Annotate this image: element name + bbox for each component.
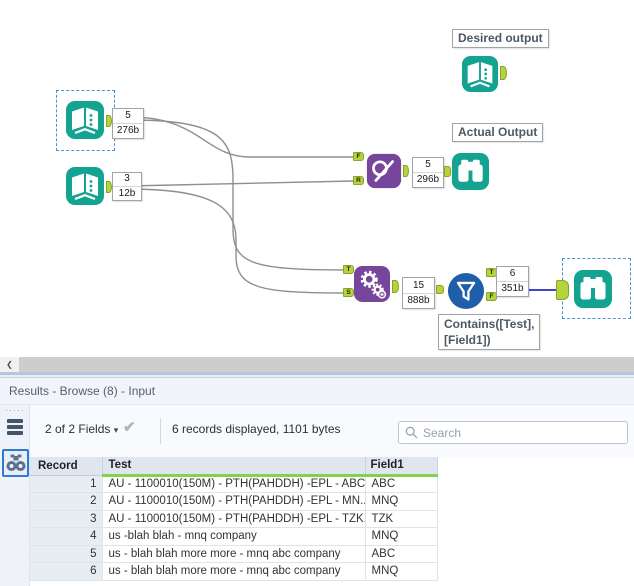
scrollbar-thumb[interactable]: [19, 357, 634, 372]
table-row[interactable]: 6 us - blah blah more more - mnq abc com…: [30, 562, 438, 581]
input-anchor-s[interactable]: S: [343, 288, 354, 297]
apply-checkmark-icon[interactable]: ✔: [123, 419, 136, 436]
test-cell: AU - 1100010(150M) - PTH(PAHDDH) -EPL - …: [102, 475, 366, 493]
records-summary: 6 records displayed, 1101 bytes: [172, 422, 341, 436]
test-cell: AU - 1100010(150M) - PTH(PAHDDH) -EPL - …: [102, 492, 366, 511]
record-cell: 2: [30, 492, 103, 511]
field1-cell: MNQ: [365, 527, 438, 546]
column-header-field1[interactable]: Field1: [365, 457, 438, 477]
browse-tool-actual-icon[interactable]: [451, 152, 490, 191]
search-input[interactable]: [423, 425, 621, 440]
input-anchor[interactable]: [436, 285, 444, 294]
table-row[interactable]: 4 us -blah blah - mnq company MNQ: [30, 527, 438, 546]
field1-cell: MNQ: [365, 492, 438, 511]
filter-tool-icon[interactable]: [447, 272, 485, 310]
search-box[interactable]: [398, 421, 628, 444]
output-anchor[interactable]: [403, 165, 409, 177]
annotation-append-fields[interactable]: 15 888b: [402, 277, 435, 309]
browse-tool-selected-icon[interactable]: [573, 269, 613, 309]
input-anchor-f[interactable]: F: [353, 152, 364, 161]
record-cell: 5: [30, 545, 103, 563]
results-panel-title: Results - Browse (8) - Input: [0, 377, 634, 405]
test-cell: AU - 1100010(150M) - PTH(PAHDDH) -EPL - …: [102, 510, 366, 528]
table-row[interactable]: 2 AU - 1100010(150M) - PTH(PAHDDH) -EPL …: [30, 492, 438, 511]
table-row[interactable]: 1 AU - 1100010(150M) - PTH(PAHDDH) -EPL …: [30, 475, 438, 493]
annotation-find-replace[interactable]: 5 296b: [412, 157, 444, 188]
column-header-record[interactable]: Record: [30, 457, 103, 476]
output-anchor[interactable]: [106, 115, 112, 127]
output-anchor[interactable]: [500, 66, 507, 80]
field1-cell: ABC: [365, 545, 438, 563]
field1-cell: ABC: [365, 475, 438, 493]
rail-drag-handle[interactable]: ·····: [5, 405, 25, 415]
record-cell: 3: [30, 510, 103, 528]
actual-output-label[interactable]: Actual Output: [452, 123, 544, 142]
input-data-tool-2-icon[interactable]: [65, 166, 105, 206]
test-cell: us - blah blah more more - mnq abc compa…: [102, 545, 366, 563]
field1-cell: TZK: [365, 510, 438, 528]
input-anchor-large[interactable]: [556, 280, 569, 300]
annotation-filter[interactable]: 6 351b: [496, 266, 529, 297]
input-data-tool-desired-icon[interactable]: [461, 55, 499, 93]
filter-expression-label[interactable]: Contains([Test], [Field1]): [438, 314, 541, 350]
test-cell: us - blah blah more more - mnq abc compa…: [102, 562, 366, 581]
find-replace-tool-icon[interactable]: [366, 153, 402, 189]
input-anchor-r[interactable]: R: [353, 176, 364, 185]
splitter-shadow: [0, 375, 634, 377]
output-anchor[interactable]: [106, 181, 112, 193]
toolbar-divider: [160, 418, 161, 444]
record-cell: 1: [30, 475, 103, 493]
record-cell: 6: [30, 562, 103, 581]
layout-rows-icon[interactable]: [7, 419, 23, 437]
output-anchor[interactable]: [392, 280, 399, 293]
results-panel: ····· 2 of 2 Fields ▾ ✔ 6 records displa…: [0, 405, 634, 586]
scroll-left-button[interactable]: ❮: [0, 357, 19, 372]
annotation-input2[interactable]: 3 12b: [112, 172, 142, 201]
input-data-tool-1-icon[interactable]: [65, 100, 105, 140]
desired-output-label[interactable]: Desired output: [452, 29, 549, 48]
results-table[interactable]: Record Test Field1 1 AU - 1100010(150M) …: [30, 457, 438, 581]
table-row[interactable]: 3 AU - 1100010(150M) - PTH(PAHDDH) -EPL …: [30, 510, 438, 528]
results-table-body: 1 AU - 1100010(150M) - PTH(PAHDDH) -EPL …: [30, 475, 438, 581]
canvas-horizontal-scrollbar[interactable]: ❮: [0, 357, 634, 372]
fields-selector[interactable]: 2 of 2 Fields ▾: [45, 422, 119, 436]
workflow-canvas[interactable]: 5 276b 3 12b Desired output Actual Outpu…: [0, 0, 634, 357]
browse-view-button[interactable]: [2, 449, 29, 477]
binoculars-icon: [6, 454, 25, 471]
search-icon: [405, 426, 418, 439]
input-anchor-t[interactable]: T: [343, 265, 354, 274]
append-fields-tool-icon[interactable]: [353, 265, 391, 303]
panel-splitter[interactable]: [0, 372, 634, 375]
input-anchor[interactable]: [444, 166, 451, 177]
table-row[interactable]: 5 us - blah blah more more - mnq abc com…: [30, 545, 438, 563]
results-toolbar: 2 of 2 Fields ▾ ✔ 6 records displayed, 1…: [30, 405, 634, 457]
field1-cell: MNQ: [365, 562, 438, 581]
chevron-down-icon: ▾: [113, 425, 119, 435]
test-cell: us -blah blah - mnq company: [102, 527, 366, 546]
results-main-area: 2 of 2 Fields ▾ ✔ 6 records displayed, 1…: [30, 405, 634, 586]
annotation-input1[interactable]: 5 276b: [112, 108, 144, 139]
connection-wires: [127, 116, 557, 294]
column-header-test[interactable]: Test: [102, 457, 366, 477]
record-cell: 4: [30, 527, 103, 546]
results-side-rail: ·····: [0, 405, 30, 586]
